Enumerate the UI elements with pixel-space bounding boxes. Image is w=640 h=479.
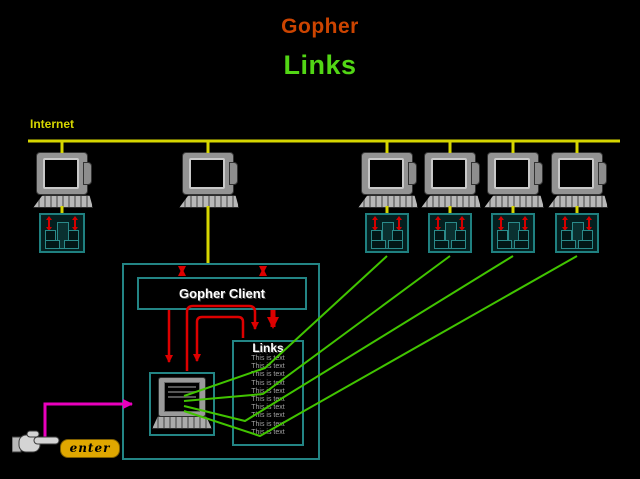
workstation-icon: [179, 152, 239, 208]
workstation-icon: [548, 152, 608, 208]
workstation-icon: [33, 152, 93, 208]
laptop-keyboard: [152, 416, 212, 429]
slide-title-links: Links: [283, 50, 357, 80]
laptop-screen: [164, 382, 200, 412]
slide-title-gopher: Gopher: [281, 15, 359, 38]
link-item: This is text: [251, 387, 285, 395]
link-item: This is text: [251, 420, 285, 428]
link-item: This is text: [251, 428, 285, 436]
gopher-server-icon: [365, 213, 409, 253]
link-item: This is text: [251, 396, 285, 404]
enter-button[interactable]: enter: [60, 439, 120, 458]
client-laptop-icon: [158, 377, 206, 417]
internet-label: Internet: [30, 117, 75, 131]
pointing-hand-icon: [12, 430, 60, 453]
links-panel-title: Links: [252, 341, 284, 355]
gopher-client-box: Gopher Client: [137, 277, 307, 310]
workstation-icon: [484, 152, 544, 208]
link-item: This is text: [251, 363, 285, 371]
gopher-server-icon: [428, 213, 472, 253]
link-item: This is text: [251, 412, 285, 420]
link-item: This is text: [251, 404, 285, 412]
gopher-server-icon: [491, 213, 535, 253]
link-item: This is text: [251, 355, 285, 362]
gopher-server-icon: [555, 213, 599, 253]
links-panel: Links This is text This is text This is …: [232, 340, 304, 446]
workstation-icon: [358, 152, 418, 208]
link-item: This is text: [251, 371, 285, 379]
gopher-server-icon: [39, 213, 85, 253]
link-item: This is text: [251, 379, 285, 387]
workstation-icon: [421, 152, 481, 208]
client-laptop-frame-box: [149, 372, 215, 436]
